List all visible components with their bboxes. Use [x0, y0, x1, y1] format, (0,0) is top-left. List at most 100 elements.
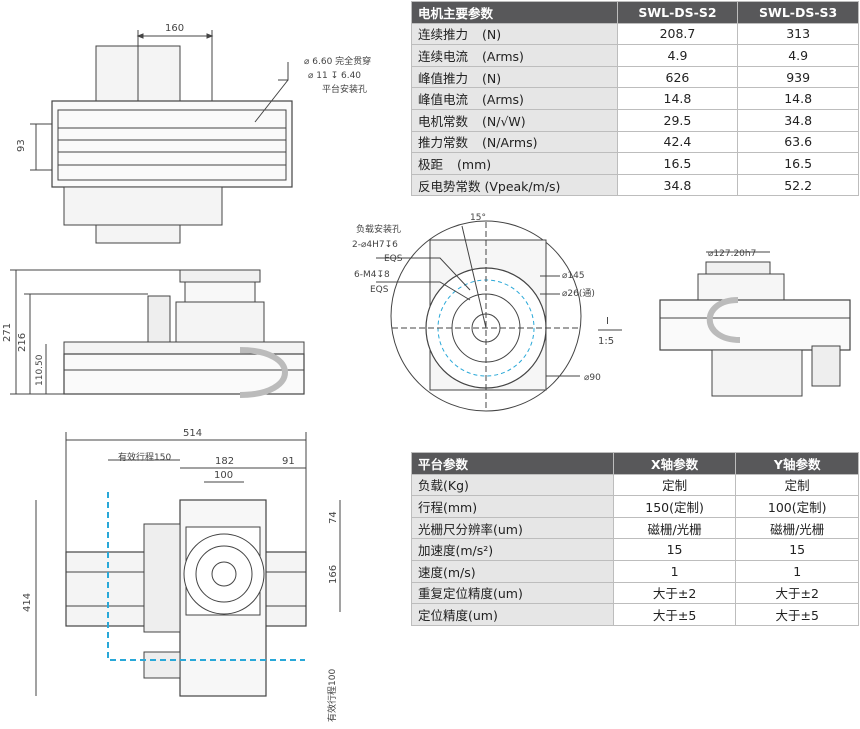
row-unit: (N/√W) — [482, 113, 526, 129]
table-row: 负载(Kg)定制定制 — [411, 473, 859, 497]
hole-a-label: 2-⌀4H7↧6 — [352, 240, 398, 250]
y-value: 15 — [735, 538, 859, 561]
row-label: 定位精度(um) — [411, 603, 614, 626]
x-value: 15 — [612, 538, 737, 561]
s3-value: 52.2 — [737, 173, 859, 197]
d127-label: ⌀127.20h7 — [708, 249, 756, 259]
dim-166-label: 166 — [328, 565, 339, 584]
detail-view — [376, 220, 622, 412]
scale-ratio-label: 1:5 — [598, 336, 614, 347]
s3-value: 14.8 — [737, 87, 859, 110]
motor-header-s2: SWL-DS-S2 — [616, 1, 739, 24]
s2-value: 208.7 — [616, 22, 739, 46]
angle-label: 15° — [470, 213, 486, 223]
s2-value: 4.9 — [616, 44, 739, 67]
eqs-a-label: EQS — [384, 254, 403, 264]
s3-value: 939 — [737, 65, 859, 89]
row-label: 连续推力 — [418, 27, 469, 43]
dim-110-label: 110.50 — [35, 354, 45, 386]
platform-params-table: 平台参数 X轴参数 Y轴参数 负载(Kg)定制定制 行程(mm)150(定制)1… — [411, 452, 859, 626]
row-label: 峰值推力 — [418, 70, 469, 86]
row-label: 电机常数 — [418, 113, 469, 129]
s2-value: 16.5 — [616, 152, 739, 175]
s3-value: 313 — [737, 22, 859, 46]
row-unit: (N) — [482, 70, 502, 86]
row-label: 光栅尺分辨率(um) — [411, 516, 614, 540]
x-value: 1 — [612, 559, 737, 583]
y-value: 1 — [735, 559, 859, 583]
dim-74-label: 74 — [328, 511, 339, 524]
row-label: 反电势常数 (Vpeak/m/s) — [418, 178, 561, 194]
motor-header-s3: SWL-DS-S3 — [737, 1, 859, 24]
row-label: 连续电流 — [418, 48, 469, 64]
s2-value: 14.8 — [616, 87, 739, 110]
row-label: 极距 — [418, 156, 444, 172]
dim-100-label: 100 — [214, 470, 233, 481]
stroke-y-label: 有效行程100 — [326, 669, 338, 722]
x-value: 定制 — [612, 473, 737, 497]
platform-table-header: 平台参数 X轴参数 Y轴参数 — [411, 452, 859, 475]
row-label: 峰值电流 — [418, 92, 469, 108]
plan-view — [35, 432, 341, 697]
motor-table-header: 电机主要参数 SWL-DS-S2 SWL-DS-S3 — [411, 1, 859, 24]
dim-182-label: 182 — [215, 456, 234, 467]
x-value: 大于±5 — [612, 603, 737, 626]
right-view — [659, 251, 851, 397]
hole-note-2: ⌀ 11 ↧ 6.40 — [308, 71, 361, 81]
s3-value: 4.9 — [737, 44, 859, 67]
dim-514-label: 514 — [183, 428, 202, 439]
hole-note-3: 平台安装孔 — [322, 83, 367, 95]
side-view — [10, 269, 305, 398]
s2-value: 29.5 — [616, 108, 739, 132]
row-unit: (N) — [482, 27, 502, 43]
row-unit: (Arms) — [482, 48, 524, 64]
row-label: 重复定位精度(um) — [411, 581, 614, 605]
s3-value: 63.6 — [737, 130, 859, 154]
y-value: 100(定制) — [735, 495, 859, 518]
row-unit: (Arms) — [482, 92, 524, 108]
motor-header-title: 电机主要参数 — [411, 1, 618, 24]
x-value: 大于±2 — [612, 581, 737, 605]
dim-414-label: 414 — [22, 593, 33, 612]
table-row: 行程(mm)150(定制)100(定制) — [411, 495, 859, 518]
s2-value: 626 — [616, 65, 739, 89]
hole-note-1: ⌀ 6.60 完全贯穿 — [304, 55, 371, 67]
y-value: 磁栅/光栅 — [735, 516, 859, 540]
dim-160-label: 160 — [165, 23, 184, 34]
y-value: 大于±2 — [735, 581, 859, 605]
row-label: 负载(Kg) — [411, 473, 614, 497]
top-view — [30, 30, 293, 244]
stroke-x-label: 有效行程150 — [118, 451, 171, 463]
row-label: 行程(mm) — [411, 495, 614, 518]
s2-value: 34.8 — [616, 173, 739, 197]
s3-value: 34.8 — [737, 108, 859, 132]
platform-header-x: X轴参数 — [612, 452, 737, 475]
y-value: 大于±5 — [735, 603, 859, 626]
scale-i-label: I — [606, 316, 609, 327]
row-unit: (N/Arms) — [482, 135, 538, 151]
platform-header-title: 平台参数 — [411, 452, 614, 475]
load-hole-label: 负载安装孔 — [356, 223, 401, 235]
platform-header-y: Y轴参数 — [735, 452, 859, 475]
d26-label: ⌀26(通) — [562, 288, 595, 299]
s3-value: 16.5 — [737, 152, 859, 175]
y-value: 定制 — [735, 473, 859, 497]
x-value: 磁栅/光栅 — [612, 516, 737, 540]
row-unit: (mm) — [457, 156, 492, 172]
dim-216-label: 216 — [17, 333, 28, 352]
dim-93-label: 93 — [16, 139, 27, 152]
